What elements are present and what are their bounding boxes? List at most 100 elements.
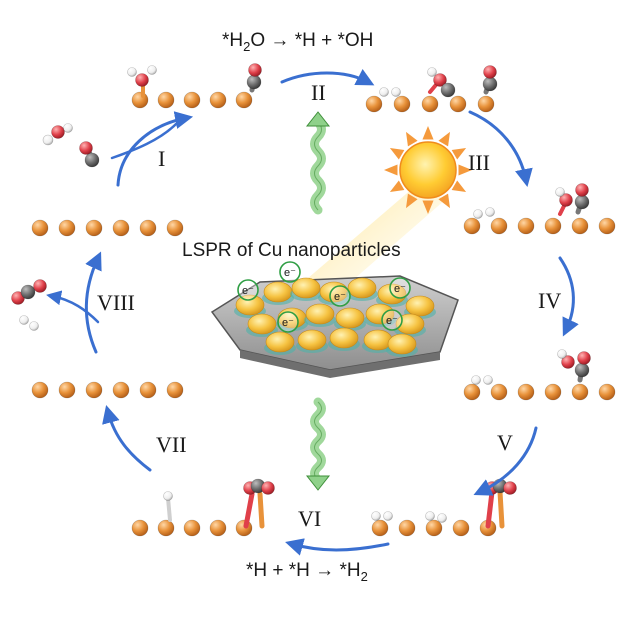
- sun-ray: [406, 131, 418, 147]
- o-atom: [483, 65, 497, 79]
- cu-nanoparticle: [329, 327, 359, 349]
- h-atom: [391, 87, 401, 97]
- arrow-step-6: [285, 538, 390, 556]
- cu-atom: [112, 381, 130, 399]
- sun-ray: [422, 126, 434, 140]
- wave-outline: [314, 121, 322, 211]
- cu-atom: [598, 217, 616, 235]
- bond: [166, 496, 172, 522]
- arrow-step-1-branch: [110, 122, 178, 160]
- sun-ray: [422, 200, 434, 214]
- cu-atom: [183, 91, 201, 109]
- arrow-step-8: [84, 251, 102, 354]
- cu-atom: [131, 519, 149, 537]
- cu-atom: [31, 219, 49, 237]
- cu-nanoparticle: [297, 329, 327, 351]
- electron-label: e⁻: [284, 267, 296, 279]
- electron-markers: e⁻e⁻e⁻e⁻e⁻e⁻: [237, 261, 411, 333]
- h-atom: [371, 511, 381, 521]
- cu-atom: [157, 519, 175, 537]
- cu-atom: [452, 519, 470, 537]
- electron-label: e⁻: [282, 317, 294, 329]
- cu-atom: [31, 381, 49, 399]
- cu-atom: [166, 219, 184, 237]
- light-wave-down: [305, 397, 331, 491]
- arrow-step-4: [558, 256, 579, 337]
- step-label-7: VII: [156, 432, 187, 457]
- cu-atom: [544, 217, 562, 235]
- adsorbates-step-3: [379, 65, 498, 98]
- sun-ray: [438, 131, 450, 147]
- c-atom: [20, 284, 36, 300]
- h-atom: [427, 67, 437, 77]
- step-label-5: V: [497, 430, 513, 455]
- cu-atom: [183, 519, 201, 537]
- sun-disc: [399, 141, 457, 199]
- h-atom: [42, 134, 54, 146]
- sun-ray: [451, 148, 467, 160]
- h-atom: [19, 315, 29, 325]
- water-adsorbed-step-2: [127, 65, 157, 98]
- cu-atom: [571, 383, 589, 401]
- arrow-step-5: [473, 426, 538, 496]
- cu-atom: [166, 381, 184, 399]
- cu-atom: [371, 519, 389, 537]
- cu-atom: [517, 217, 535, 235]
- h-atom: [471, 375, 481, 385]
- sun-ray: [451, 180, 467, 192]
- step-label-4: IV: [538, 288, 562, 313]
- step-label-6: VI: [298, 506, 322, 531]
- cu-atom: [449, 95, 467, 113]
- cu-atom: [393, 95, 411, 113]
- cu-atom: [209, 91, 227, 109]
- step-label-8: VIII: [97, 290, 135, 315]
- o-atom: [33, 279, 47, 293]
- electron-ring: [329, 285, 351, 307]
- cu-atom: [58, 381, 76, 399]
- wave-head: [305, 111, 331, 127]
- cu-atom: [544, 383, 562, 401]
- h-atom: [437, 513, 447, 523]
- cu-nanoparticle: [263, 281, 293, 303]
- h-atom: [379, 87, 389, 97]
- o-atom: [503, 481, 517, 495]
- cu-nanoparticle: [235, 294, 265, 316]
- cu-nanoparticle: [305, 303, 335, 325]
- sun-ray: [384, 164, 398, 176]
- h-atom: [557, 349, 567, 359]
- c-atom: [574, 362, 590, 378]
- sun-ray: [458, 164, 472, 176]
- electron-label: e⁻: [386, 315, 398, 327]
- sun-icon: [384, 126, 472, 214]
- wave-head: [305, 475, 331, 491]
- cu-atom: [58, 219, 76, 237]
- light-wave-up: [305, 111, 331, 215]
- c-atom: [574, 194, 590, 210]
- cycle-arrows: [46, 69, 579, 556]
- cu-nanoparticle: [291, 277, 321, 299]
- o-atom: [248, 63, 262, 77]
- o-atom: [559, 193, 573, 207]
- cu-atom: [85, 219, 103, 237]
- cu-nanoparticle: [365, 303, 395, 325]
- h-atom: [483, 375, 493, 385]
- o-atom: [561, 355, 575, 369]
- cu-nanoparticle: [405, 295, 435, 317]
- cu-atom: [421, 95, 439, 113]
- h-atom: [555, 187, 565, 197]
- released-products-step-8: [11, 279, 47, 331]
- cu-atom: [235, 91, 253, 109]
- cu-atom: [139, 381, 157, 399]
- h-atom: [127, 67, 137, 77]
- electron-ring: [389, 277, 411, 299]
- cu-atom: [463, 217, 481, 235]
- electron-label: e⁻: [334, 291, 346, 303]
- cu-atom: [139, 219, 157, 237]
- h-atom: [425, 511, 435, 521]
- h-atom: [383, 511, 393, 521]
- cu-atom: [517, 383, 535, 401]
- cu-atom: [598, 383, 616, 401]
- surface-atoms: [31, 91, 616, 537]
